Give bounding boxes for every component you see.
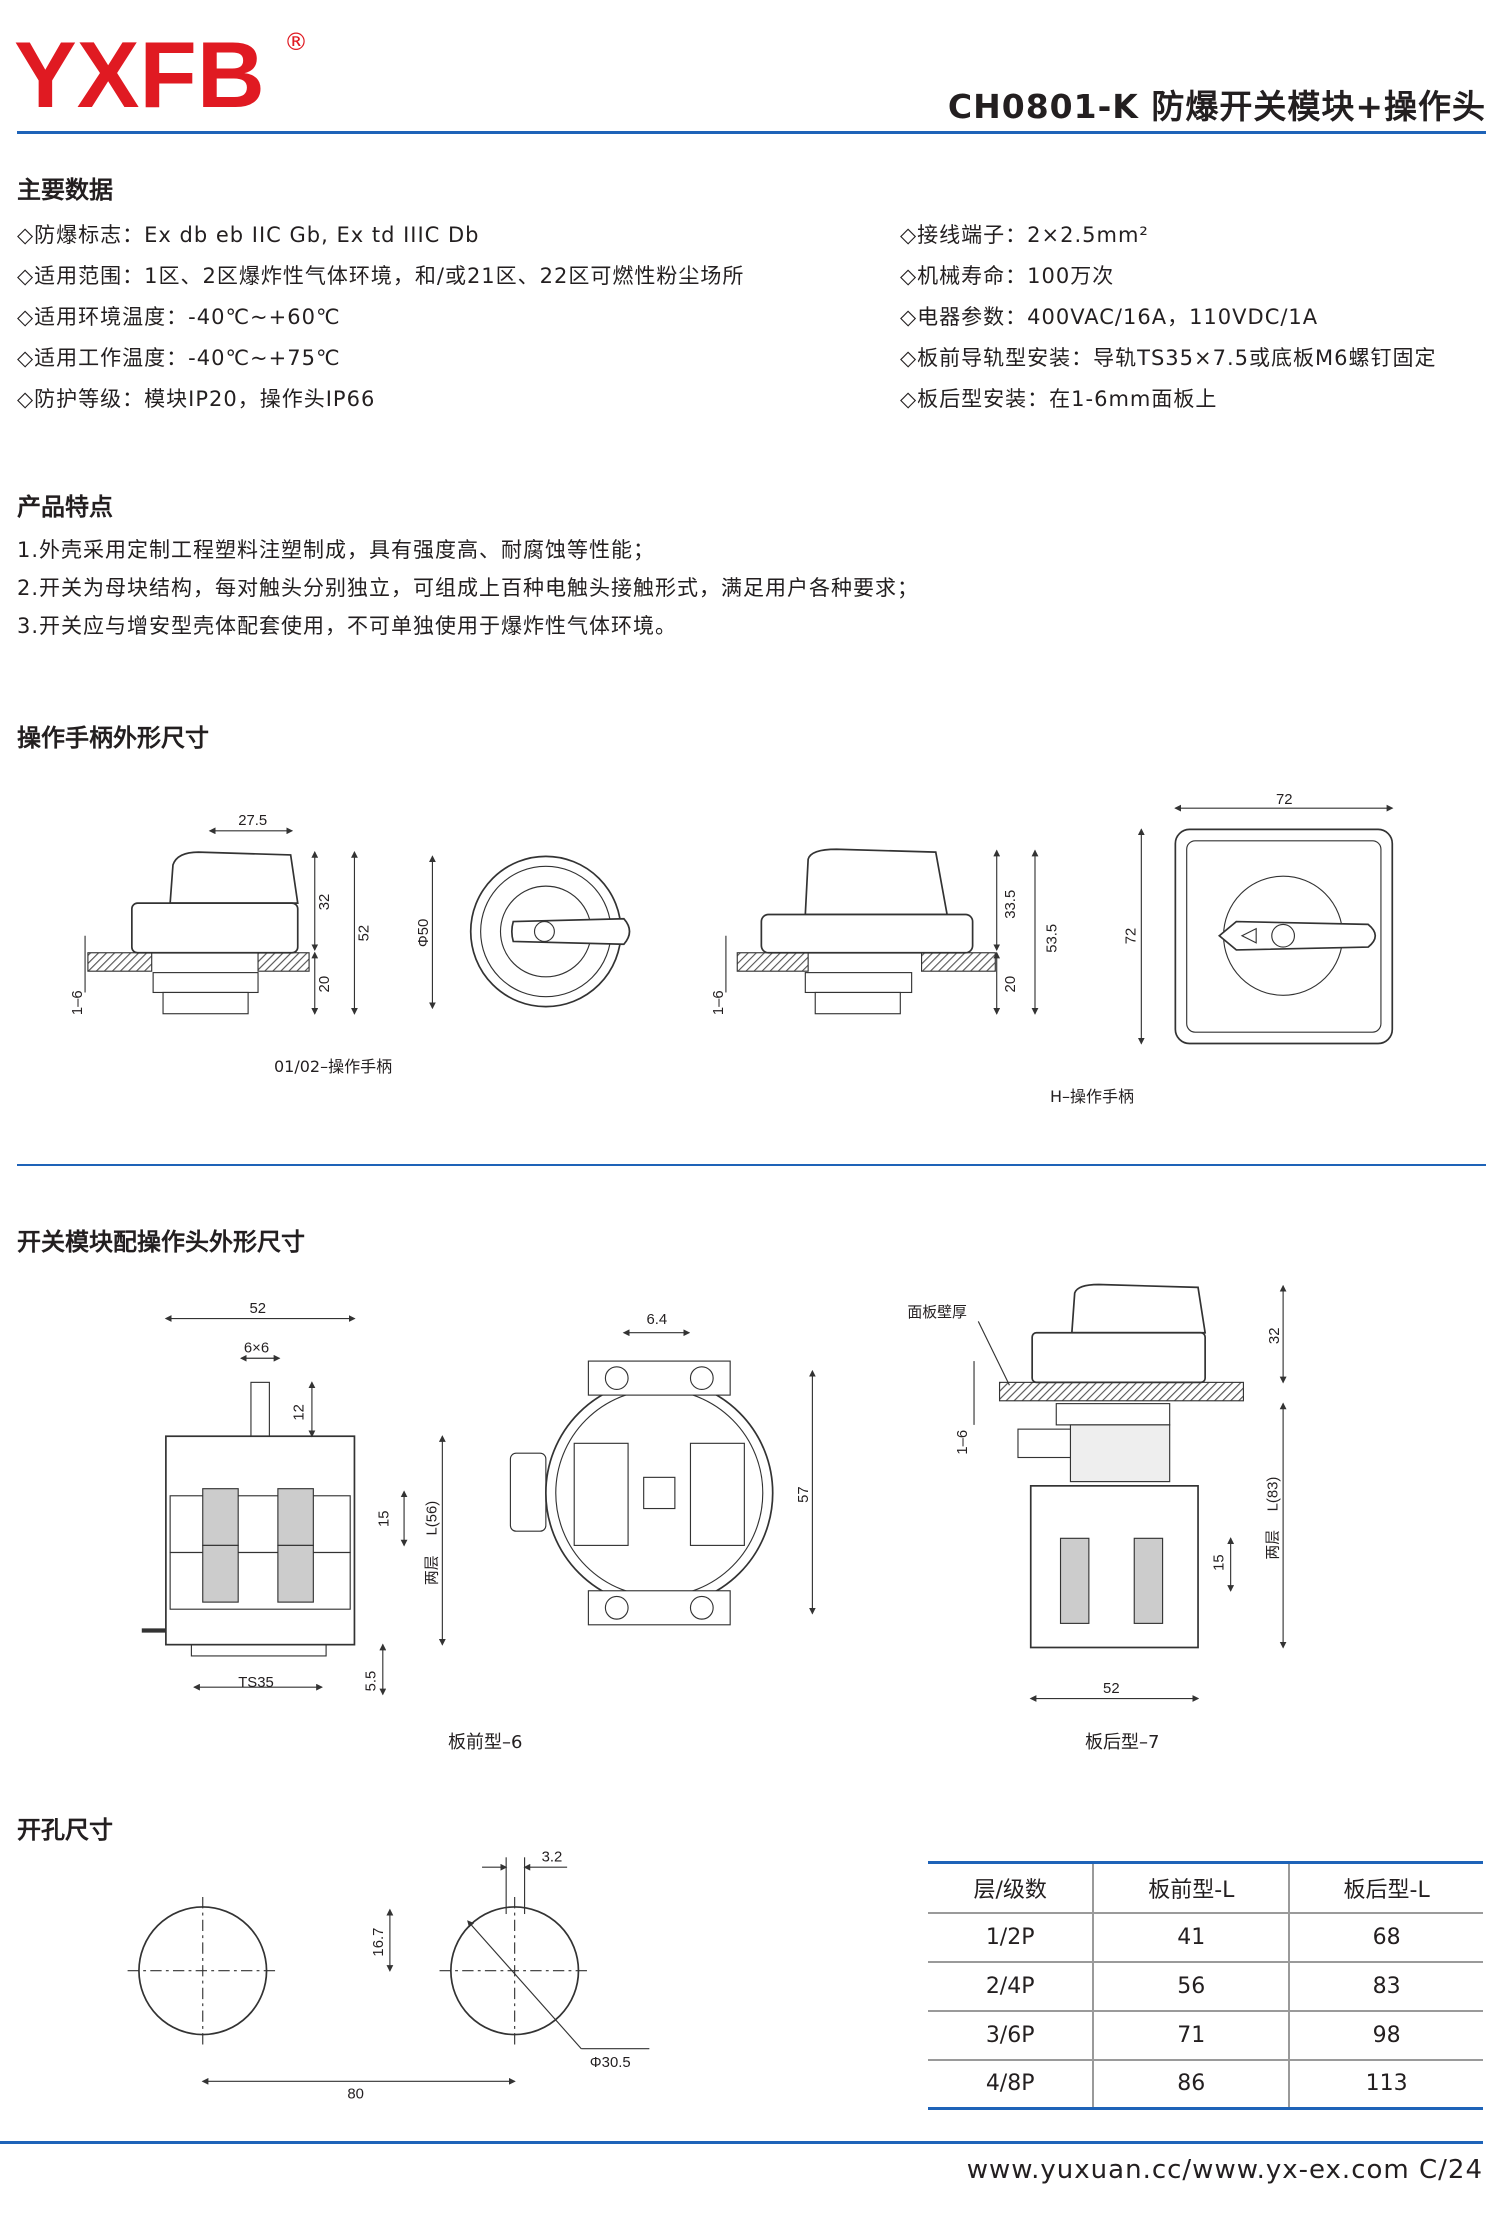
dim-label: 57	[796, 1486, 812, 1503]
table-header: 板前型-L	[1093, 1862, 1291, 1914]
spec-line: ◇电器参数：400VAC/16A，110VDC/1A	[900, 305, 1319, 329]
handle-dims-heading: 操作手柄外形尺寸	[17, 724, 209, 752]
dim-label: 两层	[1265, 1530, 1281, 1560]
footer-divider	[0, 2141, 1483, 2144]
dim-label: 32	[317, 894, 333, 911]
caption-rear-mount: 板后型–7	[1085, 1732, 1160, 1753]
cell: 71	[1093, 2010, 1291, 2061]
dim-label: 20	[1003, 976, 1019, 993]
dim-label: 12	[291, 1404, 307, 1421]
spec-line: ◇接线端子：2×2.5mm²	[900, 223, 1149, 247]
cell: 98	[1289, 2010, 1483, 2061]
cell: 4/8P	[928, 2059, 1095, 2109]
handle-01-side-view	[84, 827, 358, 1015]
dim-label: 20	[317, 976, 333, 993]
dim-label: 32	[1267, 1328, 1283, 1345]
caption-front-mount: 板前型–6	[448, 1732, 523, 1753]
caption-handle-h: H–操作手柄	[1050, 1087, 1135, 1106]
dim-label: 1–6	[955, 1430, 971, 1455]
dim-label: 72	[1276, 792, 1293, 808]
dim-label: 6×6	[244, 1341, 269, 1357]
table-header: 板后型-L	[1289, 1862, 1483, 1914]
dim-label: Φ30.5	[590, 2055, 631, 2071]
front-mount-module-drawing	[141, 1315, 446, 1696]
cell: 86	[1093, 2059, 1291, 2109]
spec-line: ◇适用范围：1区、2区爆炸性气体环境，和/或21区、22区可燃性粉尘场所	[17, 264, 745, 288]
spec-line: ◇防护等级：模块IP20，操作头IP66	[17, 387, 376, 411]
cutout-heading: 开孔尺寸	[17, 1816, 113, 1844]
handle-h-front-view	[1137, 804, 1394, 1045]
dim-label: L(83)	[1265, 1477, 1281, 1512]
cell: 56	[1093, 1961, 1291, 2012]
handle-01-front-view	[429, 855, 631, 1010]
features-heading: 产品特点	[17, 493, 113, 521]
section-divider	[17, 1164, 1486, 1166]
module-top-view	[509, 1329, 816, 1626]
dim-label: 52	[1103, 1681, 1120, 1697]
cell: 1/2P	[928, 1912, 1095, 1963]
dim-label: L(56)	[425, 1501, 441, 1536]
cell: 68	[1289, 1912, 1483, 1963]
dim-label: Φ50	[416, 919, 432, 947]
spec-line: ◇适用环境温度：-40℃~+60℃	[17, 305, 341, 329]
handle-h-side-view	[725, 848, 1039, 1015]
dim-label: TS35	[238, 1675, 274, 1691]
spec-line: ◇板后型安装：在1-6mm面板上	[900, 387, 1218, 411]
spec-line: ◇适用工作温度：-40℃~+75℃	[17, 346, 341, 370]
dim-label: 6.4	[647, 1312, 668, 1328]
module-dims-heading: 开关模块配操作头外形尺寸	[17, 1228, 305, 1256]
dim-label: 15	[376, 1510, 392, 1527]
feature-item: 1.外壳采用定制工程塑料注塑制成，具有强度高、耐腐蚀等性能；	[17, 538, 656, 562]
feature-item: 2.开关为母块结构，每对触头分别独立，可组成上百种电触头接触形式，满足用户各种要…	[17, 576, 920, 600]
dim-label: 15	[1212, 1554, 1228, 1571]
cell: 2/4P	[928, 1961, 1095, 2012]
caption-handle-01-02: 01/02–操作手柄	[274, 1057, 393, 1076]
spec-line: ◇板前导轨型安装：导轨TS35×7.5或底板M6螺钉固定	[900, 346, 1437, 370]
spec-line: ◇防爆标志：Ex db eb IIC Gb, Ex td IIIC Db	[17, 223, 480, 247]
dim-label: 16.7	[371, 1928, 387, 1957]
rear-mount-module-drawing	[973, 1283, 1287, 1702]
dim-label: 80	[347, 2086, 364, 2102]
dim-label: 33.5	[1003, 890, 1019, 919]
dim-label: 面板壁厚	[907, 1303, 967, 1321]
footer-text: www.yuxuan.cc/www.yx-ex.com C/24	[966, 2155, 1483, 2185]
cell: 3/6P	[928, 2010, 1095, 2061]
spec-line: ◇机械寿命：100万次	[900, 264, 1115, 288]
dim-label: 52	[357, 925, 373, 942]
cell: 113	[1365, 2071, 1408, 2097]
dim-label: 27.5	[238, 813, 267, 829]
cutout-drawing	[127, 1857, 650, 2085]
dim-label: 两层	[425, 1555, 441, 1585]
dim-label: 72	[1124, 928, 1140, 945]
feature-item: 3.开关应与增安型壳体配套使用，不可单独使用于爆炸性气体环境。	[17, 614, 678, 638]
cell: 41	[1093, 1912, 1291, 1963]
cell: 83	[1289, 1961, 1483, 2012]
brand-logo: YXFB	[14, 22, 265, 127]
dim-label: 5.5	[364, 1671, 380, 1692]
dim-label: 52	[250, 1301, 267, 1317]
table-header: 层/级数	[928, 1862, 1095, 1914]
main-data-heading: 主要数据	[17, 176, 113, 204]
dim-label: 1–6	[70, 990, 86, 1015]
registered-mark: ®	[284, 28, 308, 56]
dim-label: 3.2	[542, 1850, 563, 1866]
dim-label: 53.5	[1044, 924, 1060, 953]
dim-label: 1–6	[711, 990, 727, 1015]
page-title: CH0801-K 防爆开关模块+操作头	[947, 87, 1486, 126]
header-divider	[17, 131, 1486, 134]
